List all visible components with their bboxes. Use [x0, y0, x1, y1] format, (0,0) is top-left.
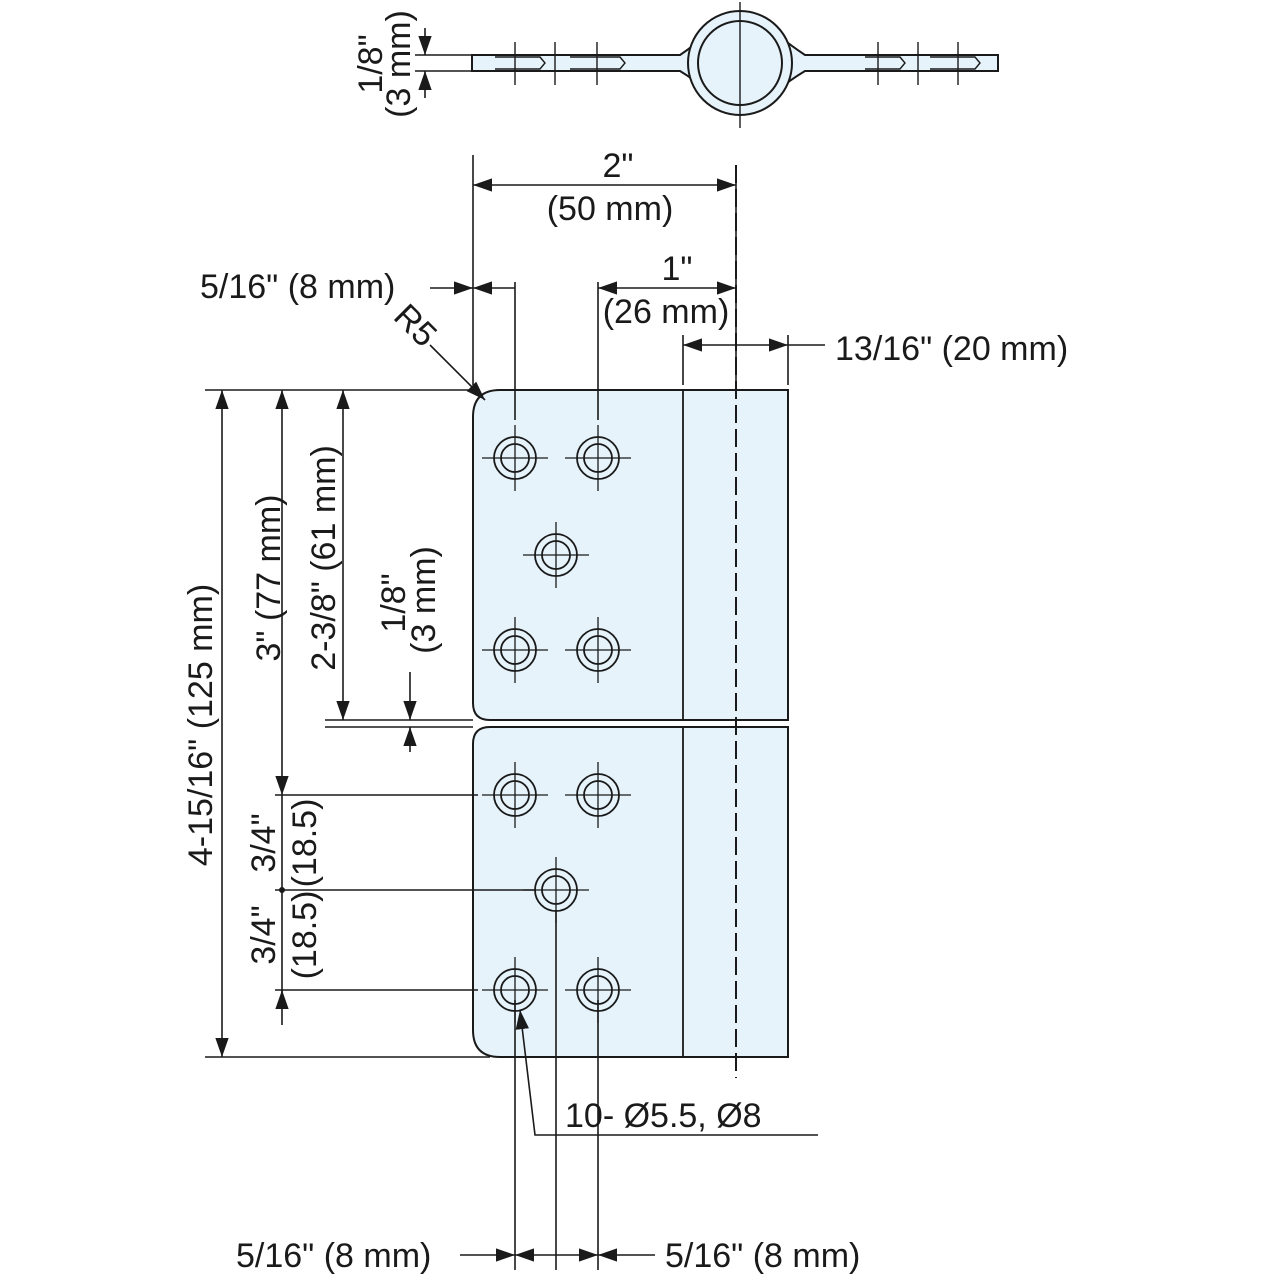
hole-to-pin-label: 1" [662, 250, 693, 288]
overall-width-mm-label: (50 mm) [547, 190, 674, 228]
top-view-hole-sections-left [495, 42, 626, 85]
overall-width-label: 2" [603, 147, 634, 185]
pitch-upper-mm-label: (18.5) [286, 799, 324, 888]
leaf-height-label: 2-3/8" (61 mm) [305, 445, 343, 671]
mounting-hole [523, 522, 589, 588]
hole-to-pin-mm-label: (26 mm) [603, 293, 730, 331]
mounting-hole [482, 617, 548, 683]
top-view-thickness-label-mm: (3 mm) [380, 10, 418, 118]
top-view: 1/8" (3 mm) [352, 2, 999, 128]
bottom-right-offset-label: 5/16" (8 mm) [665, 1237, 860, 1275]
hole-span-label: 3" (77 mm) [250, 495, 288, 662]
pitch-lower-mm-label: (18.5) [286, 891, 324, 980]
mounting-hole [565, 762, 631, 828]
top-view-left-leaf [471, 32, 706, 93]
front-view [472, 165, 789, 1078]
gap-mm-label: (3 mm) [405, 546, 443, 654]
top-view-hole-sections-right [865, 42, 981, 85]
bottom-left-offset-label: 5/16" (8 mm) [236, 1237, 431, 1275]
edge-offset-top-label: 5/16" (8 mm) [200, 268, 395, 306]
top-view-thickness-label: 1/8" [352, 34, 390, 93]
top-view-right-leaf [777, 32, 999, 93]
pitch-lower-label: 3/4" [245, 905, 283, 964]
mounting-hole [565, 617, 631, 683]
overall-height-label: 4-15/16" (125 mm) [182, 584, 220, 866]
knuckle-width-label: 13/16" (20 mm) [835, 330, 1068, 368]
dimensions: 2" (50 mm) 5/16" (8 mm) R5 1" (26 mm) 13… [182, 147, 1068, 1275]
mounting-holes [482, 425, 631, 1023]
pitch-upper-label: 3/4" [245, 813, 283, 872]
mounting-hole [482, 762, 548, 828]
holes-callout-label: 10- Ø5.5, Ø8 [565, 1097, 762, 1135]
mounting-hole [565, 425, 631, 491]
mounting-hole [482, 425, 548, 491]
gap-label: 1/8" [375, 573, 413, 632]
lower-leaf [472, 726, 789, 1058]
